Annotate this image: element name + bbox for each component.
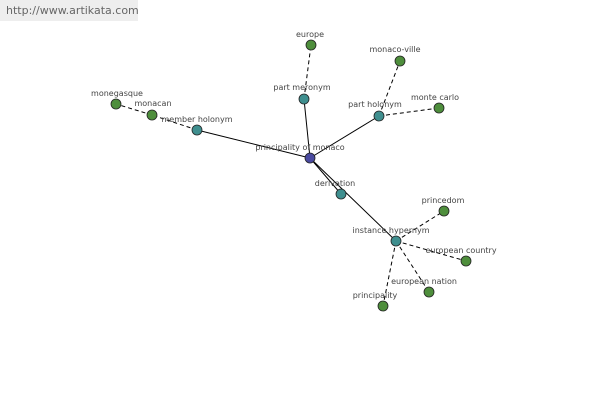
node-marker[interactable] [335,188,347,200]
node-marker[interactable] [438,205,450,217]
node-marker[interactable] [110,98,122,110]
node-marker[interactable] [298,93,310,105]
node-label: european nation [391,277,457,286]
edge-principality_of_monaco-to-part_meronym [303,98,311,159]
node-europe[interactable]: europe [296,30,324,51]
node-marker[interactable] [390,235,402,247]
node-label: principality of monaco [255,143,344,152]
edge-instance_hypernym-to-european_country [395,240,467,262]
node-monegasque[interactable]: monegasque [91,89,143,110]
edge-principality_of_monaco-to-member_holonym [196,129,311,159]
node-label: monacan [134,99,171,108]
node-part-meronym[interactable]: part meronym [273,83,331,105]
node-label: member holonym [161,115,232,124]
node-label: principality [353,291,398,300]
node-marker[interactable] [373,110,385,122]
node-derivation[interactable]: derivation [315,179,355,200]
node-princedom[interactable]: princedom [422,196,465,217]
node-monte-carlo[interactable]: monte carlo [411,93,459,114]
node-principality[interactable]: principality [353,291,398,312]
node-marker[interactable] [146,109,158,121]
node-label: european country [425,246,496,255]
edge-part_meronym-to-europe [303,44,312,100]
graph-edges [115,44,467,307]
node-label: princedom [422,196,465,205]
node-label: instance hypernym [353,226,430,235]
edge-member_holonym-to-monacan [151,114,198,131]
node-label: europe [296,30,324,39]
node-monaco-ville[interactable]: monaco-ville [369,45,421,67]
watermark-url[interactable]: http://www.artikata.com [0,0,139,21]
node-member-holonym[interactable]: member holonym [161,115,233,136]
edge-principality_of_monaco-to-part_holonym [309,115,380,159]
node-marker[interactable] [304,152,316,164]
edge-monacan-to-monegasque [115,103,153,116]
edge-part_holonym-to-monte_carlo [378,107,440,117]
node-marker[interactable] [433,102,445,114]
node-marker[interactable] [423,286,435,298]
node-marker[interactable] [460,255,472,267]
node-label: monte carlo [411,93,459,102]
node-label: part holonym [348,100,402,109]
node-marker[interactable] [377,300,389,312]
graph-nodes: principality of monaco part meronym part h… [91,30,497,312]
edge-instance_hypernym-to-princedom [395,210,445,242]
node-part-holonym[interactable]: part holonym [348,100,402,122]
node-european-nation[interactable]: european nation [391,277,457,298]
node-marker[interactable] [191,124,203,136]
node-label: part meronym [273,83,330,92]
node-monacan[interactable]: monacan [134,99,172,121]
node-instance-hypernym[interactable]: instance hypernym [353,226,430,247]
edge-part_holonym-to-monaco_ville [378,60,401,117]
node-european-country[interactable]: european country [425,246,497,267]
node-marker[interactable] [305,39,317,51]
node-principality-of-monaco[interactable]: principality of monaco [255,143,345,164]
edge-principality_of_monaco-to-instance_hypernym [309,157,397,242]
node-marker[interactable] [394,55,406,67]
edge-instance_hypernym-to-european_nation [395,240,430,293]
edge-principality_of_monaco-to-derivation [309,157,342,195]
node-label: monaco-ville [369,45,420,54]
node-label: derivation [315,179,355,188]
node-label: monegasque [91,89,143,98]
